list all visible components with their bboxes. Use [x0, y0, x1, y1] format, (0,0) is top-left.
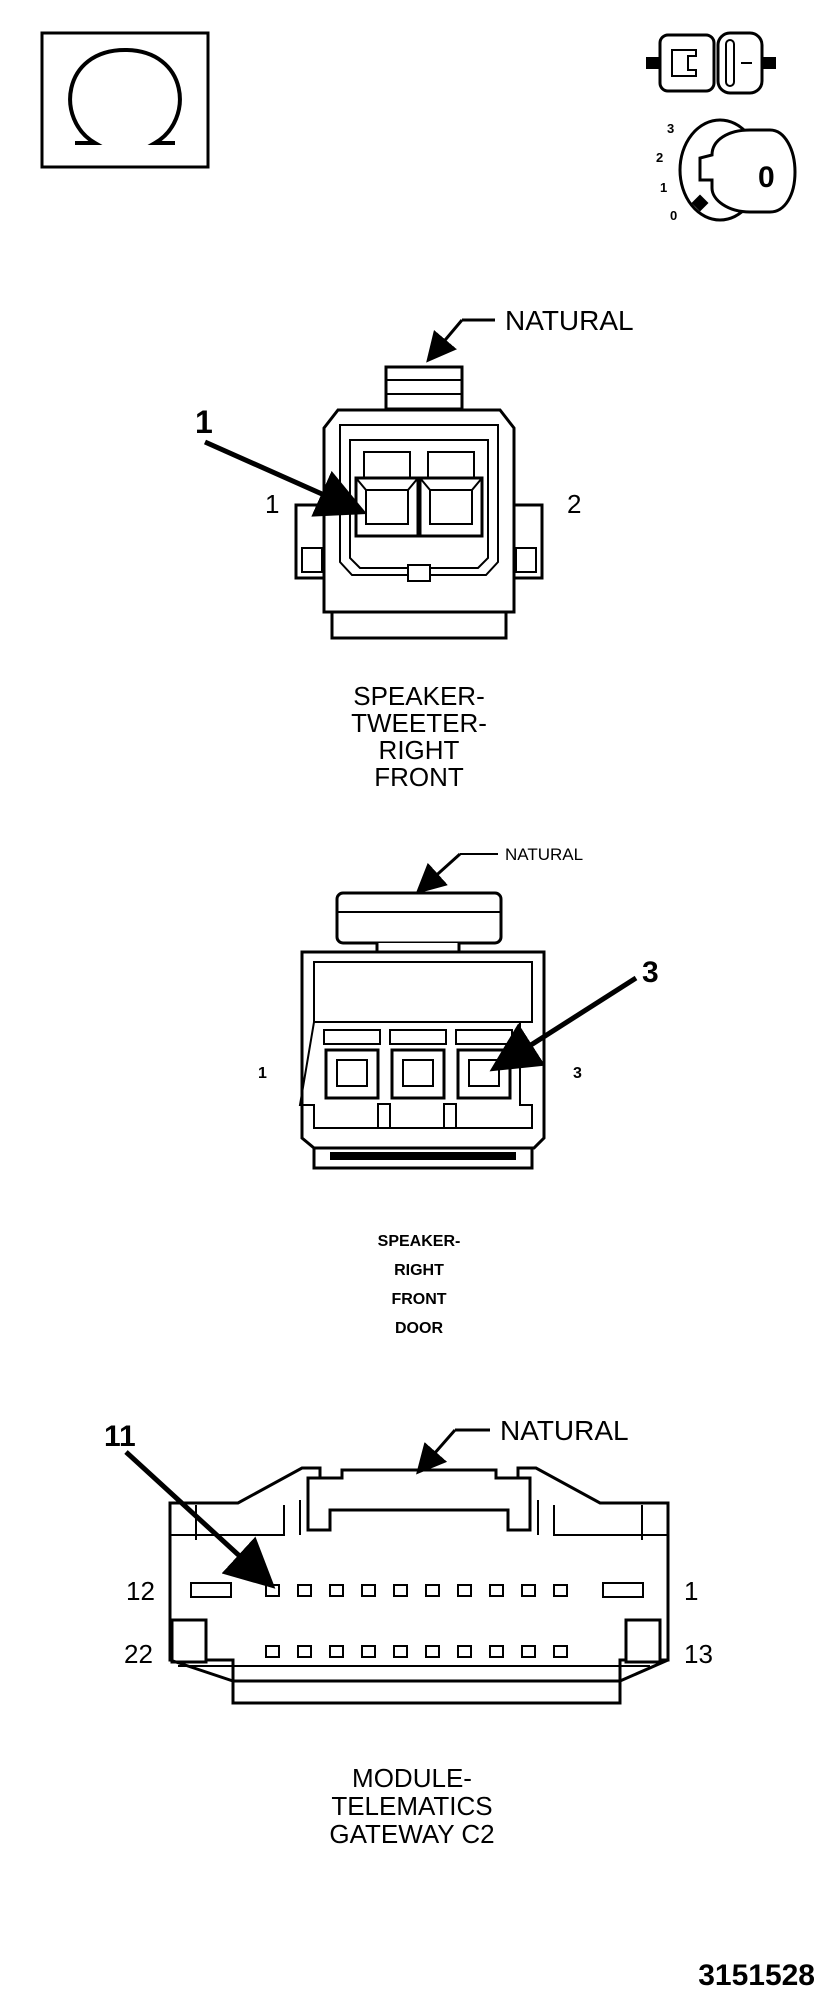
connector-title-line: DOOR — [395, 1320, 443, 1337]
connector-title-line: SPEAKER- — [378, 1233, 461, 1250]
color-label: NATURAL — [500, 1415, 629, 1446]
connector-title-line: TELEMATICS — [331, 1791, 492, 1821]
connector-title-line: TWEETER- — [351, 708, 487, 738]
svg-text:0: 0 — [758, 161, 775, 194]
connector-title-line: FRONT — [391, 1291, 446, 1308]
pin-number-13: 13 — [684, 1639, 713, 1669]
connector-title-line: RIGHT — [394, 1262, 444, 1279]
pin-row-bottom — [265, 1645, 568, 1658]
pin-number-12: 12 — [126, 1576, 155, 1606]
pin-number-1: 1 — [684, 1576, 698, 1606]
callout-number: 1 — [195, 404, 213, 440]
connector-speaker-tweeter: NATURAL 1 1 2 SPEAKER- TWEETER- RIGHT FR… — [195, 305, 634, 792]
ignition-pos-3: 3 — [667, 121, 674, 136]
connector-plug-icon — [646, 31, 776, 95]
pin-number-left: 1 — [258, 1065, 267, 1082]
connector-title-line: MODULE- — [352, 1763, 472, 1793]
color-label: NATURAL — [505, 845, 583, 864]
pin-number-right: 2 — [567, 489, 581, 519]
ignition-pos-1: 1 — [660, 180, 667, 195]
pin-number-left: 1 — [265, 489, 279, 519]
pin-number-right: 3 — [573, 1065, 582, 1082]
pin-row-top — [265, 1584, 568, 1597]
connector-title-line: FRONT — [374, 762, 464, 792]
callout-number: 3 — [642, 956, 659, 989]
connector-title-line: SPEAKER- — [353, 681, 485, 711]
ignition-pos-0: 0 — [670, 208, 677, 223]
ignition-pos-2: 2 — [656, 150, 663, 165]
color-label: NATURAL — [505, 305, 634, 336]
figure-number: 3151528 — [698, 1959, 815, 1992]
connector-title-line: GATEWAY C2 — [329, 1819, 494, 1849]
callout-number: 11 — [104, 1420, 136, 1453]
connector-title-line: RIGHT — [379, 735, 460, 765]
connector-speaker-door: NATURAL 3 1 3 SPEAKER- RIGHT FRONT DOOR — [258, 845, 659, 1337]
pin-number-22: 22 — [124, 1639, 153, 1669]
connector-telematics-gateway: NATURAL 11 12 1 22 13 MODULE- TELEMATICS… — [104, 1415, 713, 1849]
ignition-key-icon: 3 2 1 0 0 — [656, 118, 797, 223]
ohm-symbol-icon — [40, 31, 210, 169]
